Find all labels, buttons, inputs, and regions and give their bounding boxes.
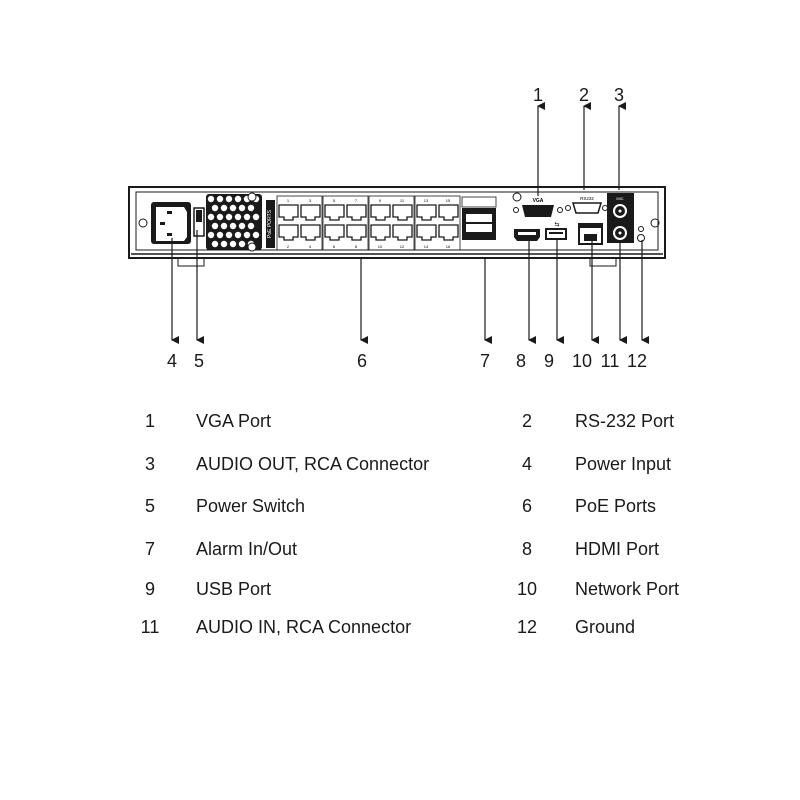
network-port: [578, 223, 603, 245]
legend-label: USB Port: [196, 579, 272, 599]
svg-text:⇆: ⇆: [554, 221, 559, 228]
usb-port: ⇆: [545, 221, 567, 240]
port-number: 1: [287, 198, 290, 203]
callout-6: 6: [357, 351, 367, 371]
port-number: 15: [446, 198, 451, 203]
legend-number: 3: [144, 454, 155, 474]
hdmi-port: [514, 229, 540, 241]
port-number: 9: [379, 198, 382, 203]
callout-9: 9: [544, 351, 554, 371]
callout-1: 1: [533, 85, 543, 105]
callout-4: 4: [167, 351, 177, 371]
fan-grille: [206, 192, 262, 252]
callout-2: 2: [579, 85, 589, 105]
legend-label: AUDIO OUT, RCA Connector: [196, 454, 430, 474]
legend-label: Power Switch: [196, 496, 306, 516]
callout-7: 7: [480, 351, 490, 371]
legend-label: RS-232 Port: [575, 411, 675, 431]
legend-number: 4: [521, 454, 532, 474]
legend-number: 8: [521, 539, 532, 559]
callout-arrows: [171, 102, 649, 344]
power-switch: [193, 207, 205, 237]
port-number: 8: [355, 244, 358, 249]
vga-label: VGA: [533, 198, 544, 204]
port-number: 16: [446, 244, 451, 249]
legend-label: VGA Port: [196, 411, 272, 431]
legend-number: 9: [144, 579, 155, 599]
legend-number: 1: [144, 411, 155, 431]
port-number: 12: [400, 244, 405, 249]
callout-12: 12: [627, 351, 647, 371]
legend-label: HDMI Port: [575, 539, 660, 559]
audio-rca-connectors: MIC: [607, 193, 634, 243]
callout-10: 10: [572, 351, 592, 371]
legend-label: Network Port: [575, 579, 680, 599]
legend-label: PoE Ports: [575, 496, 657, 516]
port-number: 7: [355, 198, 358, 203]
vga-port: VGA: [512, 192, 563, 217]
mic-label: MIC: [616, 196, 623, 201]
legend-number: 7: [144, 539, 155, 559]
rs232-port: RS232: [565, 196, 608, 214]
port-number: 13: [424, 198, 429, 203]
callout-3: 3: [614, 85, 624, 105]
poe-label: PoE PORTS: [267, 209, 273, 238]
legend-number: 5: [144, 496, 155, 516]
power-input-connector: [151, 202, 191, 244]
port-number: 5: [333, 198, 336, 203]
rs232-label: RS232: [580, 196, 594, 201]
legend-label: Alarm In/Out: [196, 539, 298, 559]
ground-terminal: [637, 226, 645, 242]
legend-number: 6: [521, 496, 532, 516]
legend-number: 10: [516, 579, 538, 599]
callout-5: 5: [194, 351, 204, 371]
port-number: 11: [400, 198, 405, 203]
legend-label: Ground: [575, 617, 636, 637]
port-number: 10: [378, 244, 383, 249]
legend-label: Power Input: [575, 454, 672, 474]
callout-11: 11: [601, 351, 620, 371]
port-number: 14: [424, 244, 429, 249]
port-number: 3: [309, 198, 312, 203]
legend-label: AUDIO IN, RCA Connector: [196, 617, 412, 637]
port-number: 4: [309, 244, 312, 249]
legend-number: 2: [521, 411, 532, 431]
port-number: 6: [333, 244, 336, 249]
alarm-terminal: [461, 196, 497, 240]
port-number: 2: [287, 244, 290, 249]
callout-8: 8: [516, 351, 526, 371]
legend-number: 11: [140, 617, 160, 637]
legend-number: 12: [516, 617, 538, 637]
